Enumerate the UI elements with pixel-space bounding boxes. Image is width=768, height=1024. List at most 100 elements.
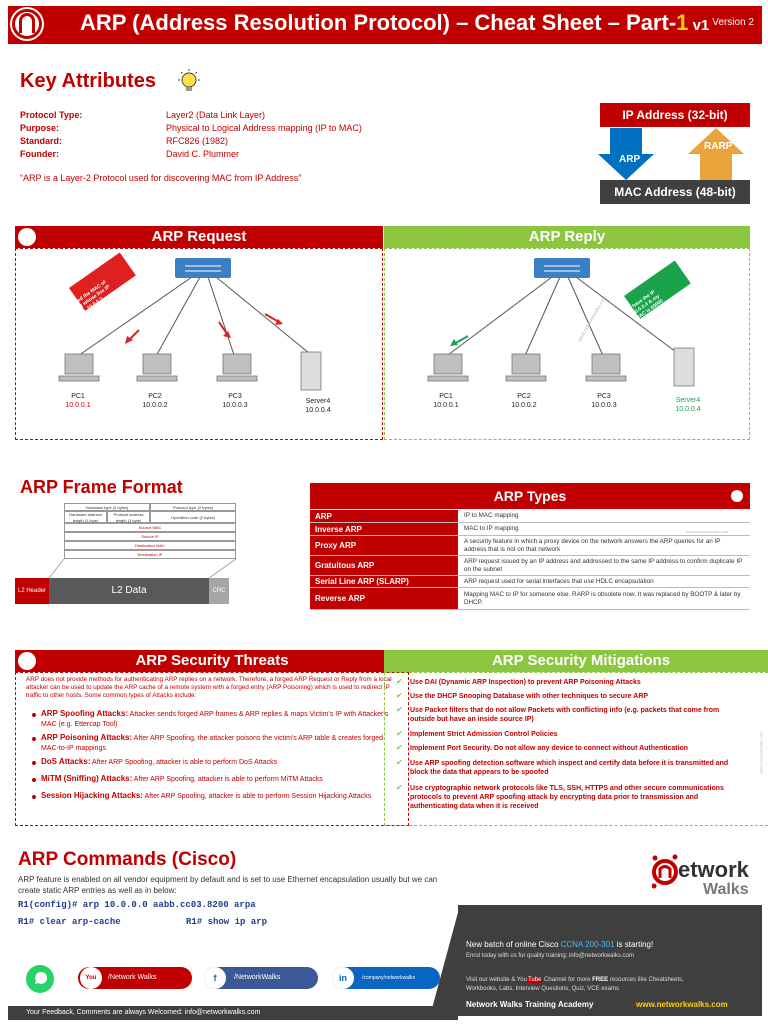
check-icon: ✔ <box>396 729 403 738</box>
types-logo-icon <box>728 487 746 505</box>
mitigation-item: Implement Strict Admission Control Polic… <box>410 731 558 738</box>
header-bar <box>8 6 762 44</box>
arp-down-arrow-icon <box>598 128 654 180</box>
facebook-icon: f <box>204 967 226 989</box>
crc-block: CRC <box>209 578 229 604</box>
website-link[interactable]: www.networkwalks.com <box>636 1000 728 1009</box>
promo-panel <box>458 905 762 1016</box>
attr-label-protocol-type: Protocol Type: <box>20 110 83 120</box>
attr-label-founder: Founder: <box>20 149 59 159</box>
youtube-icon: You <box>80 967 102 989</box>
mac-address-box: MAC Address (48-bit) <box>600 180 750 204</box>
promo-line4: Workbooks, Labs, Interview Questions, Qu… <box>466 986 619 992</box>
check-icon: ✔ <box>396 691 403 700</box>
promo-academy: Network Walks Training Academy <box>466 1000 594 1009</box>
reply-pc3-ip: 10.0.0.3 <box>591 402 617 409</box>
security-threats-header: ARP Security Threats <box>15 650 409 672</box>
check-icon: ✔ <box>396 705 403 714</box>
check-icon: ✔ <box>396 758 403 767</box>
lightbulb-icon <box>178 69 200 91</box>
promo-slant <box>430 905 460 1016</box>
request-pc3-ip: 10.0.0.3 <box>222 402 248 409</box>
mitigation-item: Use ARP spoofing detection software whic… <box>410 760 729 776</box>
reply-server4-label: Server4 <box>675 397 701 404</box>
command-clear-arp: R1# clear arp-cache <box>18 917 121 927</box>
bullet-icon <box>32 761 36 765</box>
rarp-up-arrow-icon <box>688 128 744 180</box>
arp-request-header: ARP Request <box>15 226 383 248</box>
attr-value-protocol-type: Layer2 (Data Link Layer) <box>166 110 266 120</box>
whatsapp-icon[interactable] <box>26 965 54 993</box>
command-show-arp: R1# show ip arp <box>186 917 268 927</box>
ff-hw-addr-len: Hardware address length (1 byte) <box>64 511 107 523</box>
feedback-bar: Your Feedback, Comments are always Welco… <box>8 1006 458 1020</box>
arp-request-panel <box>15 248 383 440</box>
facebook-link[interactable]: /NetworkWalks <box>204 967 318 989</box>
reply-pc1-ip: 10.0.0.1 <box>433 402 459 409</box>
arp-reply-header: ARP Reply <box>384 226 750 248</box>
security-threats-panel <box>15 672 409 826</box>
threat-item: ARP Poisoning Attacks: After ARP Spoofin… <box>41 733 384 752</box>
threat-item: Session Hijacking Attacks: After ARP Spo… <box>41 791 372 800</box>
threats-intro: ARP does not provide methods for authent… <box>26 676 392 699</box>
reply-pc3-label: PC3 <box>597 393 611 400</box>
promo-line1: New batch of online Cisco CCNA 200-301 i… <box>466 940 654 949</box>
ff-opcode: Operation code (2 bytes) <box>150 511 236 523</box>
request-pc2-label: PC2 <box>148 393 162 400</box>
threat-item: MiTM (Sniffing) Attacks: After ARP Spoof… <box>41 774 323 783</box>
l2-data-block: L2 Data <box>49 578 209 604</box>
rarp-arrow-label: RARP <box>704 141 733 152</box>
l2-header-block: L2 Header <box>15 578 49 604</box>
check-icon: ✔ <box>396 677 403 686</box>
arp-request-diagram <box>58 252 322 391</box>
attr-value-founder: David C. Plummer <box>166 149 240 159</box>
commands-title: ARP Commands (Cisco) <box>18 849 237 870</box>
attr-label-purpose: Purpose: <box>20 123 60 133</box>
request-server4-ip: 10.0.0.4 <box>305 407 331 414</box>
attr-value-purpose: Physical to Logical Address mapping (IP … <box>166 123 362 133</box>
page-title: ARP (Address Resolution Protocol) – Chea… <box>80 10 710 35</box>
ff-proto-addr-len: Protocol address length (1 byte) <box>107 511 150 523</box>
mitigation-item: Implement Port Security. Do not allow an… <box>410 745 689 752</box>
ff-destination-mac: Destination MAC <box>64 541 236 550</box>
request-pc2-ip: 10.0.0.2 <box>142 402 168 409</box>
threat-item: ARP Spoofing Attacks: Attacker sends for… <box>41 709 389 728</box>
threat-item: DoS Attacks: After ARP Spoofing, attacke… <box>41 757 278 766</box>
brand-n-logo-icon <box>652 854 678 889</box>
promo-line2: Enrol today with us for quality training… <box>466 953 634 959</box>
mitigation-item: Use Packet filters that do not allow Pac… <box>410 707 720 723</box>
commands-intro: ARP feature is enabled on all vendor equ… <box>18 875 438 895</box>
mitigations-watermark: www.networkwalks.com <box>758 731 764 774</box>
bullet-icon <box>32 713 36 717</box>
bullet-icon <box>32 795 36 799</box>
mitigation-item: Use the DHCP Snooping Database with othe… <box>410 693 649 700</box>
security-mitigations-header: ARP Security Mitigations <box>384 650 768 672</box>
request-pc1-label: PC1 <box>71 393 85 400</box>
bullet-icon <box>32 778 36 782</box>
arp-type-row: Serial Line ARP (SLARP)ARP request used … <box>310 576 750 588</box>
arp-reply-diagram <box>427 258 695 387</box>
reply-pc2-label: PC2 <box>517 393 531 400</box>
attr-value-standard: RFC826 (1982) <box>166 136 229 146</box>
mitigation-item: Use cryptographic network protocols like… <box>410 785 724 810</box>
request-pc3-label: PC3 <box>228 393 242 400</box>
version-label: Version 2 <box>712 17 754 28</box>
logo-n-glyph <box>19 13 35 33</box>
linkedin-link[interactable]: /company/networkwalks <box>332 967 440 989</box>
brand-walks-text: Walks <box>703 881 749 898</box>
security-mitigations-panel <box>384 672 768 826</box>
ip-address-box: IP Address (32-bit) <box>600 103 750 127</box>
attr-label-standard: Standard: <box>20 136 63 146</box>
reply-pc1-label: PC1 <box>439 393 453 400</box>
mitigation-item: Use DAI (Dynamic ARP Inspection) to prev… <box>410 679 641 686</box>
youtube-link[interactable]: /Network Walks <box>78 967 192 989</box>
threats-logo-icon <box>18 652 36 670</box>
types-watermark: www.networkwalks.com <box>686 529 729 534</box>
reply-pc2-ip: 10.0.0.2 <box>511 402 537 409</box>
ff-source-mac: Source MAC <box>64 523 236 532</box>
